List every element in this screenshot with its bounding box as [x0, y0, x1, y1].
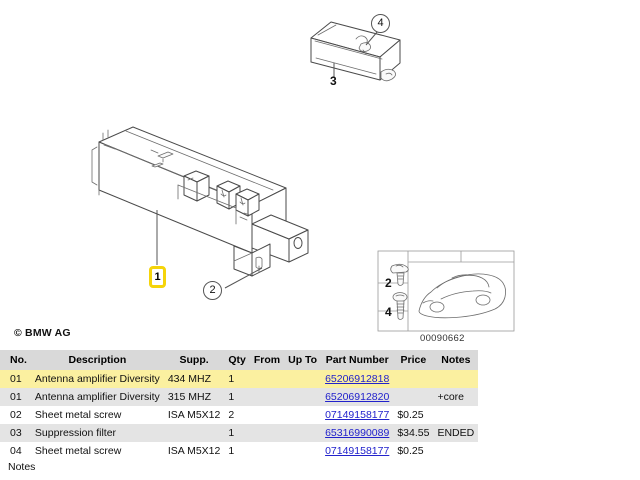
- cell-part-number[interactable]: 65206912820: [321, 388, 393, 406]
- cell-from: [250, 442, 284, 460]
- cell-qty: 1: [228, 391, 235, 403]
- part-number-link[interactable]: 65206912820: [325, 391, 390, 403]
- table-row[interactable]: 03 Suppression filter 1 65316990089 $34.55 EN…: [0, 424, 479, 442]
- cell-notes: [433, 406, 478, 424]
- cell-qty: 2: [228, 409, 235, 421]
- suppression-filter-drawing: [310, 21, 401, 82]
- inset-label-screw-2: 2: [385, 276, 392, 290]
- cell-notes: [433, 370, 478, 388]
- cell-qty: 1: [228, 373, 235, 385]
- cell-part-number[interactable]: 07149158177: [321, 406, 393, 424]
- screw-icon-item-2: [390, 263, 409, 286]
- cell-no: 02: [10, 409, 22, 421]
- cell-price: $0.25: [397, 409, 424, 421]
- cell-up-to: [284, 406, 321, 424]
- cell-qty: 1: [228, 427, 235, 439]
- screw-icon-item-4: [392, 292, 408, 320]
- cell-supp: 315 MHZ: [167, 391, 211, 403]
- cell-up-to: [284, 424, 321, 442]
- diagram-id-label: 00090662: [420, 333, 465, 344]
- col-header-part-number[interactable]: Part Number: [321, 350, 394, 370]
- cell-supp: 434 MHZ: [167, 373, 211, 385]
- table-header-row: No. Description Supp. Qty From Up To Par…: [0, 350, 479, 370]
- cell-price: [393, 388, 433, 406]
- screw-inset-panel: [377, 250, 515, 332]
- cell-from: [250, 370, 284, 388]
- cell-description: Sheet metal screw: [34, 409, 122, 421]
- bmw-copyright: © BMW AG: [14, 327, 71, 339]
- cell-description: Suppression filter: [34, 427, 117, 439]
- callout-3[interactable]: 3: [330, 74, 337, 88]
- col-header-up-to[interactable]: Up To: [284, 350, 322, 370]
- col-header-price[interactable]: Price: [393, 350, 434, 370]
- table-row[interactable]: 04 Sheet metal screw ISA M5X12 1 07149158177…: [0, 442, 479, 460]
- illustration-svg: .ln { fill:none; stroke:#4a4a4a; stroke-…: [91, 21, 515, 332]
- cell-from: [250, 388, 284, 406]
- parts-illustration: .ln { fill:none; stroke:#4a4a4a; stroke-…: [14, 14, 515, 344]
- cell-qty: 1: [228, 445, 235, 457]
- col-header-no[interactable]: No.: [0, 350, 31, 370]
- part-number-link[interactable]: 07149158177: [325, 409, 390, 421]
- cell-from: [250, 424, 284, 442]
- cell-notes: +core: [437, 391, 465, 403]
- cell-description: Sheet metal screw: [34, 445, 122, 457]
- part-number-link[interactable]: 07149158177: [325, 445, 390, 457]
- callout-1[interactable]: 1: [149, 266, 166, 288]
- parts-table: No. Description Supp. Qty From Up To Par…: [0, 350, 479, 460]
- cell-notes: [433, 442, 478, 460]
- cell-no: 03: [10, 427, 22, 439]
- cell-notes: ENDED: [437, 427, 475, 439]
- table-row[interactable]: 01 Antenna amplifier Diversity 315 MHZ 1 652…: [0, 388, 479, 406]
- col-header-from[interactable]: From: [249, 350, 285, 370]
- cell-supp: [164, 424, 225, 442]
- cell-supp: ISA M5X12: [167, 409, 221, 421]
- cell-no: 04: [10, 445, 22, 457]
- part-number-link[interactable]: 65316990089: [325, 427, 390, 439]
- cell-no: 01: [10, 391, 22, 403]
- cell-price: $34.55: [397, 427, 430, 439]
- cell-description: Antenna amplifier Diversity: [34, 373, 160, 385]
- cell-price: [393, 370, 433, 388]
- inset-label-screw-4: 4: [385, 305, 392, 319]
- cell-no: 01: [10, 373, 22, 385]
- col-header-qty[interactable]: Qty: [224, 350, 250, 370]
- table-row[interactable]: 02 Sheet metal screw ISA M5X12 2 07149158177…: [0, 406, 479, 424]
- car-silhouette-icon: [418, 273, 507, 319]
- cell-part-number[interactable]: 07149158177: [321, 442, 393, 460]
- cell-supp: ISA M5X12: [167, 445, 221, 457]
- cell-price: $0.25: [397, 445, 424, 457]
- antenna-amplifier-drawing: [91, 126, 309, 289]
- cell-part-number[interactable]: 65316990089: [321, 424, 393, 442]
- col-header-description[interactable]: Description: [30, 350, 164, 370]
- cell-description: Antenna amplifier Diversity: [34, 391, 160, 403]
- cell-up-to: [284, 442, 321, 460]
- callout-4[interactable]: 4: [371, 14, 390, 33]
- part-number-link[interactable]: 65206912818: [325, 373, 390, 385]
- col-header-supp[interactable]: Supp.: [163, 350, 225, 370]
- cell-part-number[interactable]: 65206912818: [321, 370, 393, 388]
- table-row[interactable]: 01 Antenna amplifier Diversity 434 MHZ 1 652…: [0, 370, 479, 388]
- cell-up-to: [284, 388, 321, 406]
- callout-2[interactable]: 2: [203, 281, 222, 300]
- cell-from: [250, 406, 284, 424]
- table-header: No. Description Supp. Qty From Up To Par…: [0, 350, 479, 370]
- notes-footer-label: Notes: [8, 461, 36, 473]
- cell-up-to: [284, 370, 321, 388]
- col-header-notes[interactable]: Notes: [433, 350, 479, 370]
